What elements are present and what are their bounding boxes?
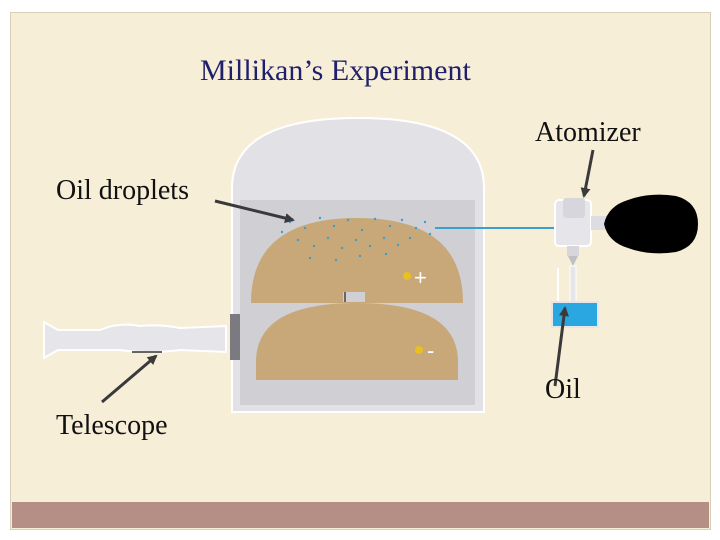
telescope (43, 314, 240, 360)
label-telescope: Telescope (56, 410, 168, 441)
footer-bar (12, 502, 709, 528)
charge-dot-bottom (415, 346, 423, 354)
diagram-title: Millikan’s Experiment (200, 54, 471, 87)
lower-plate (256, 303, 458, 380)
atomizer-tip (568, 256, 578, 266)
plate-hole (343, 292, 365, 302)
label-oil: Oil (545, 374, 581, 405)
plate-sign-top: + (414, 265, 427, 290)
plate-sign-bottom: - (427, 338, 434, 363)
atomizer-cap (563, 198, 585, 218)
oil-container (551, 301, 599, 328)
atomizer-neck (567, 246, 579, 256)
arrow-atomizer (580, 149, 595, 198)
charge-dot-top (403, 272, 411, 280)
atomizer-connector (591, 216, 607, 230)
label-oil-droplets: Oil droplets (56, 175, 189, 206)
arrow-oil (553, 306, 569, 387)
atomizer-bulb (604, 194, 698, 254)
label-atomizer: Atomizer (535, 117, 641, 148)
arrow-telescope (101, 354, 158, 404)
oil-droplets (280, 216, 432, 262)
upper-plate (251, 218, 463, 303)
arrow-oil-droplets (214, 199, 295, 223)
